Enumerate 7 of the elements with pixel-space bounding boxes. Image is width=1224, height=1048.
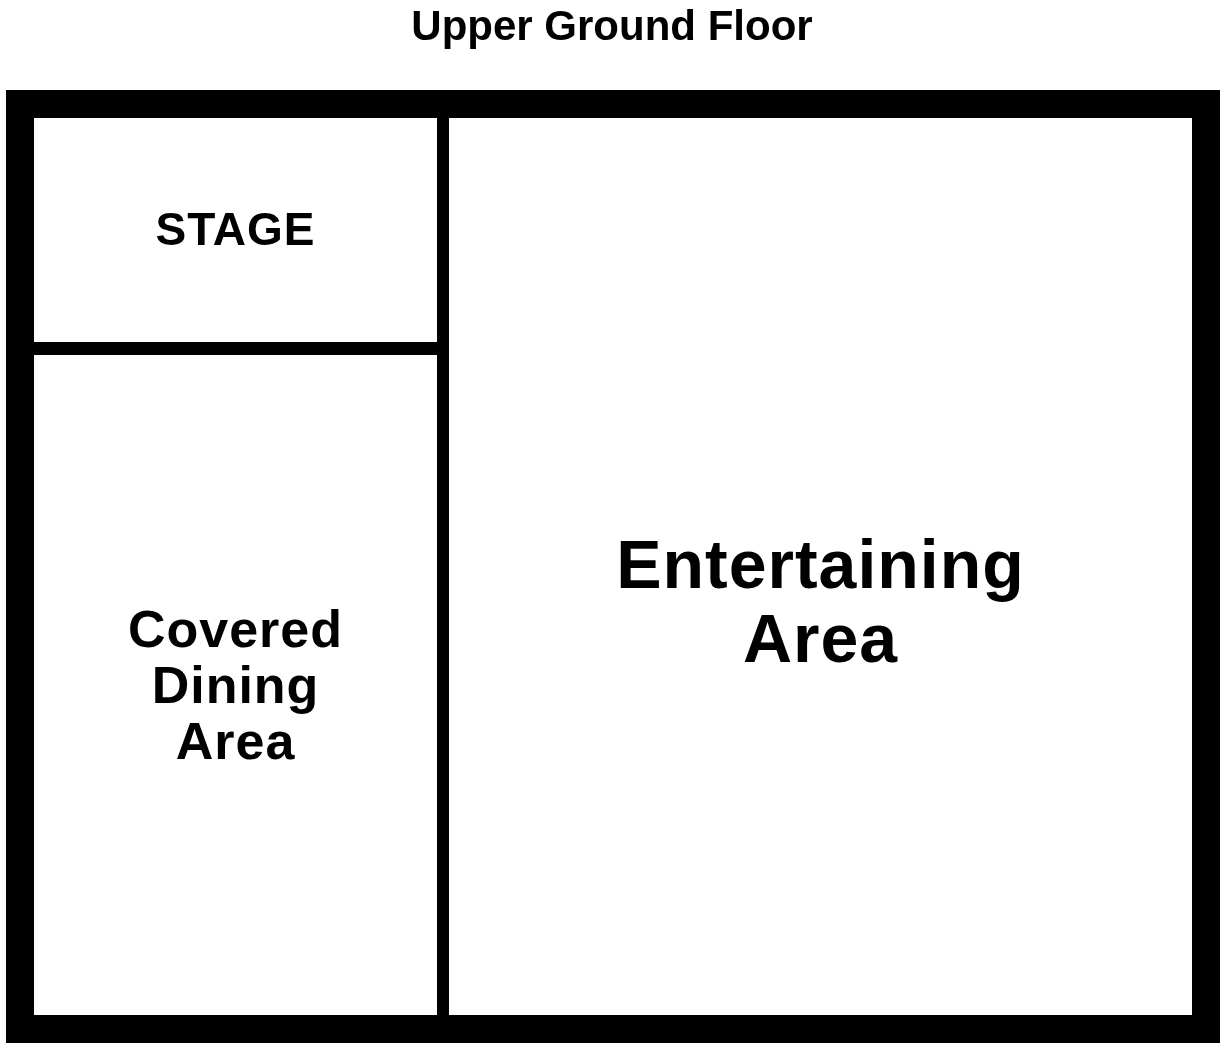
room-label: Entertaining Area: [615, 528, 1026, 675]
room: [449, 118, 1192, 1015]
room-label: Covered Dining Area: [126, 600, 345, 770]
room: [34, 355, 437, 1015]
plan-title: Upper Ground Floor: [411, 2, 813, 49]
room-label: STAGE: [155, 205, 316, 255]
room: [34, 118, 437, 342]
